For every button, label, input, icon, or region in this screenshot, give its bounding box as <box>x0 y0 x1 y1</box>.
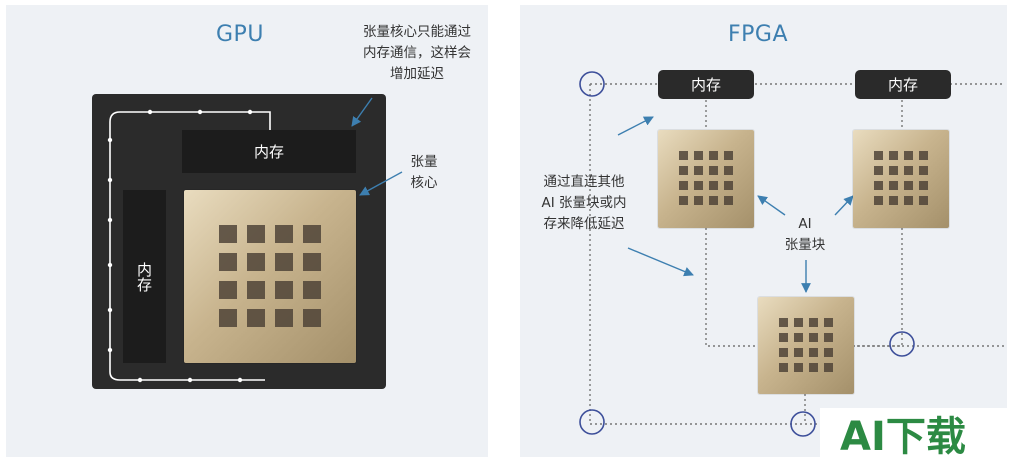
tensor-grid-cell <box>808 332 819 343</box>
tensor-grid-cell <box>708 165 719 176</box>
fpga-annotation-block-line-1: AI <box>798 216 812 232</box>
fpga-annotation-line-1: 通过直连其他 <box>543 174 625 190</box>
tensor-grid-cell <box>793 332 804 343</box>
tensor-grid-cell <box>888 195 899 206</box>
tensor-grid-cell <box>888 180 899 191</box>
tensor-grid-cell <box>723 165 734 176</box>
gpu-annotation-line-1: 张量核心只能通过 <box>363 24 471 40</box>
fpga-routing-nodes <box>579 71 915 437</box>
tensor-grid-cell <box>793 347 804 358</box>
tensor-grid-cell <box>693 150 704 161</box>
tensor-grid-cell <box>778 362 789 373</box>
tensor-grid-cell <box>247 253 265 271</box>
tensor-grid-cell <box>678 195 689 206</box>
gpu-bus-lines <box>109 111 271 381</box>
tensor-grid-cell <box>873 195 884 206</box>
tensor-grid-cell <box>219 253 237 271</box>
tensor-grid-cell <box>808 362 819 373</box>
tensor-grid-cell <box>275 309 293 327</box>
tensor-grid-cell <box>903 150 914 161</box>
tensor-grid-cell <box>693 165 704 176</box>
fpga-annotation-ai-block: AI 张量块 <box>776 214 834 256</box>
logo-background <box>820 408 1016 465</box>
fpga-memory-left: 内存 <box>658 70 754 99</box>
tensor-grid-cell <box>873 150 884 161</box>
gpu-title: GPU <box>216 22 264 47</box>
logo-text: 下载 <box>885 414 966 460</box>
tensor-grid-cell <box>778 347 789 358</box>
tensor-grid-cell <box>808 347 819 358</box>
fpga-title: FPGA <box>728 22 789 47</box>
fpga-annotation-direct: 通过直连其他 AI 张量块或内 存来降低延迟 <box>528 172 640 235</box>
tensor-grid-cell <box>708 195 719 206</box>
fpga-annotation-block-line-2: 张量块 <box>784 237 826 253</box>
tensor-grid-cell <box>219 309 237 327</box>
tensor-grid-cell <box>823 347 834 358</box>
tensor-grid-cell <box>823 317 834 328</box>
gpu-memory-left: 内存 <box>123 190 166 363</box>
gpu-annotation-core-line-2: 核心 <box>410 175 438 191</box>
tensor-grid-cell <box>723 180 734 191</box>
tensor-grid-cell <box>693 195 704 206</box>
tensor-grid-cell <box>873 180 884 191</box>
tensor-grid-cell <box>275 253 293 271</box>
tensor-grid-cell <box>778 332 789 343</box>
tensor-grid-cell <box>793 362 804 373</box>
tensor-grid-cell <box>903 165 914 176</box>
logo-letter-a: A <box>840 414 871 460</box>
tensor-grid-cell <box>303 281 321 299</box>
gpu-annotation-latency: 张量核心只能通过 内存通信，这样会 增加延迟 <box>352 22 482 85</box>
tensor-grid-cell <box>888 165 899 176</box>
tensor-grid-cell <box>918 195 929 206</box>
fpga-tensor-block-right <box>853 130 949 228</box>
gpu-annotation-line-2: 内存通信，这样会 <box>363 45 471 61</box>
tensor-grid-cell <box>873 165 884 176</box>
tensor-grid-cell <box>693 180 704 191</box>
tensor-grid-cell <box>303 253 321 271</box>
tensor-grid-cell <box>247 309 265 327</box>
gpu-board: 内存 内存 <box>92 94 386 389</box>
gpu-bus-dots <box>107 109 253 383</box>
tensor-grid-cell <box>275 225 293 243</box>
tensor-grid-cell <box>903 195 914 206</box>
tensor-grid-cell <box>708 180 719 191</box>
tensor-grid-cell <box>723 195 734 206</box>
tensor-grid-cell <box>918 150 929 161</box>
tensor-grid-cell <box>219 281 237 299</box>
gpu-annotation-core-line-1: 张量 <box>410 154 438 170</box>
gpu-tensor-core-chip <box>184 190 356 363</box>
tensor-grid-cell <box>678 165 689 176</box>
gpu-annotation-tensor-core: 张量 核心 <box>404 152 444 194</box>
tensor-grid-cell <box>888 150 899 161</box>
tensor-grid-cell <box>723 150 734 161</box>
tensor-grid-cell <box>247 281 265 299</box>
tensor-grid-cell <box>918 165 929 176</box>
tensor-grid-cell <box>903 180 914 191</box>
fpga-annotation-line-2: AI 张量块或内 <box>541 195 627 211</box>
fpga-memory-right: 内存 <box>855 70 951 99</box>
tensor-grid-cell <box>678 180 689 191</box>
gpu-annotation-line-3: 增加延迟 <box>390 66 444 82</box>
tensor-grid-cell <box>275 281 293 299</box>
tensor-grid-cell <box>303 225 321 243</box>
tensor-grid-cell <box>678 150 689 161</box>
tensor-grid-cell <box>808 317 819 328</box>
tensor-grid-cell <box>778 317 789 328</box>
tensor-grid-cell <box>247 225 265 243</box>
tensor-grid-cell <box>823 332 834 343</box>
fpga-tensor-block-left <box>658 130 754 228</box>
tensor-grid-cell <box>918 180 929 191</box>
tensor-grid-cell <box>823 362 834 373</box>
fpga-annotation-line-3: 存来降低延迟 <box>543 216 625 232</box>
tensor-grid-cell <box>708 150 719 161</box>
fpga-tensor-block-bottom <box>758 297 854 394</box>
tensor-grid-cell <box>303 309 321 327</box>
gpu-memory-top: 内存 <box>182 130 356 173</box>
tensor-grid-cell <box>793 317 804 328</box>
tensor-grid-cell <box>219 225 237 243</box>
logo-letter-i: I <box>870 414 886 460</box>
